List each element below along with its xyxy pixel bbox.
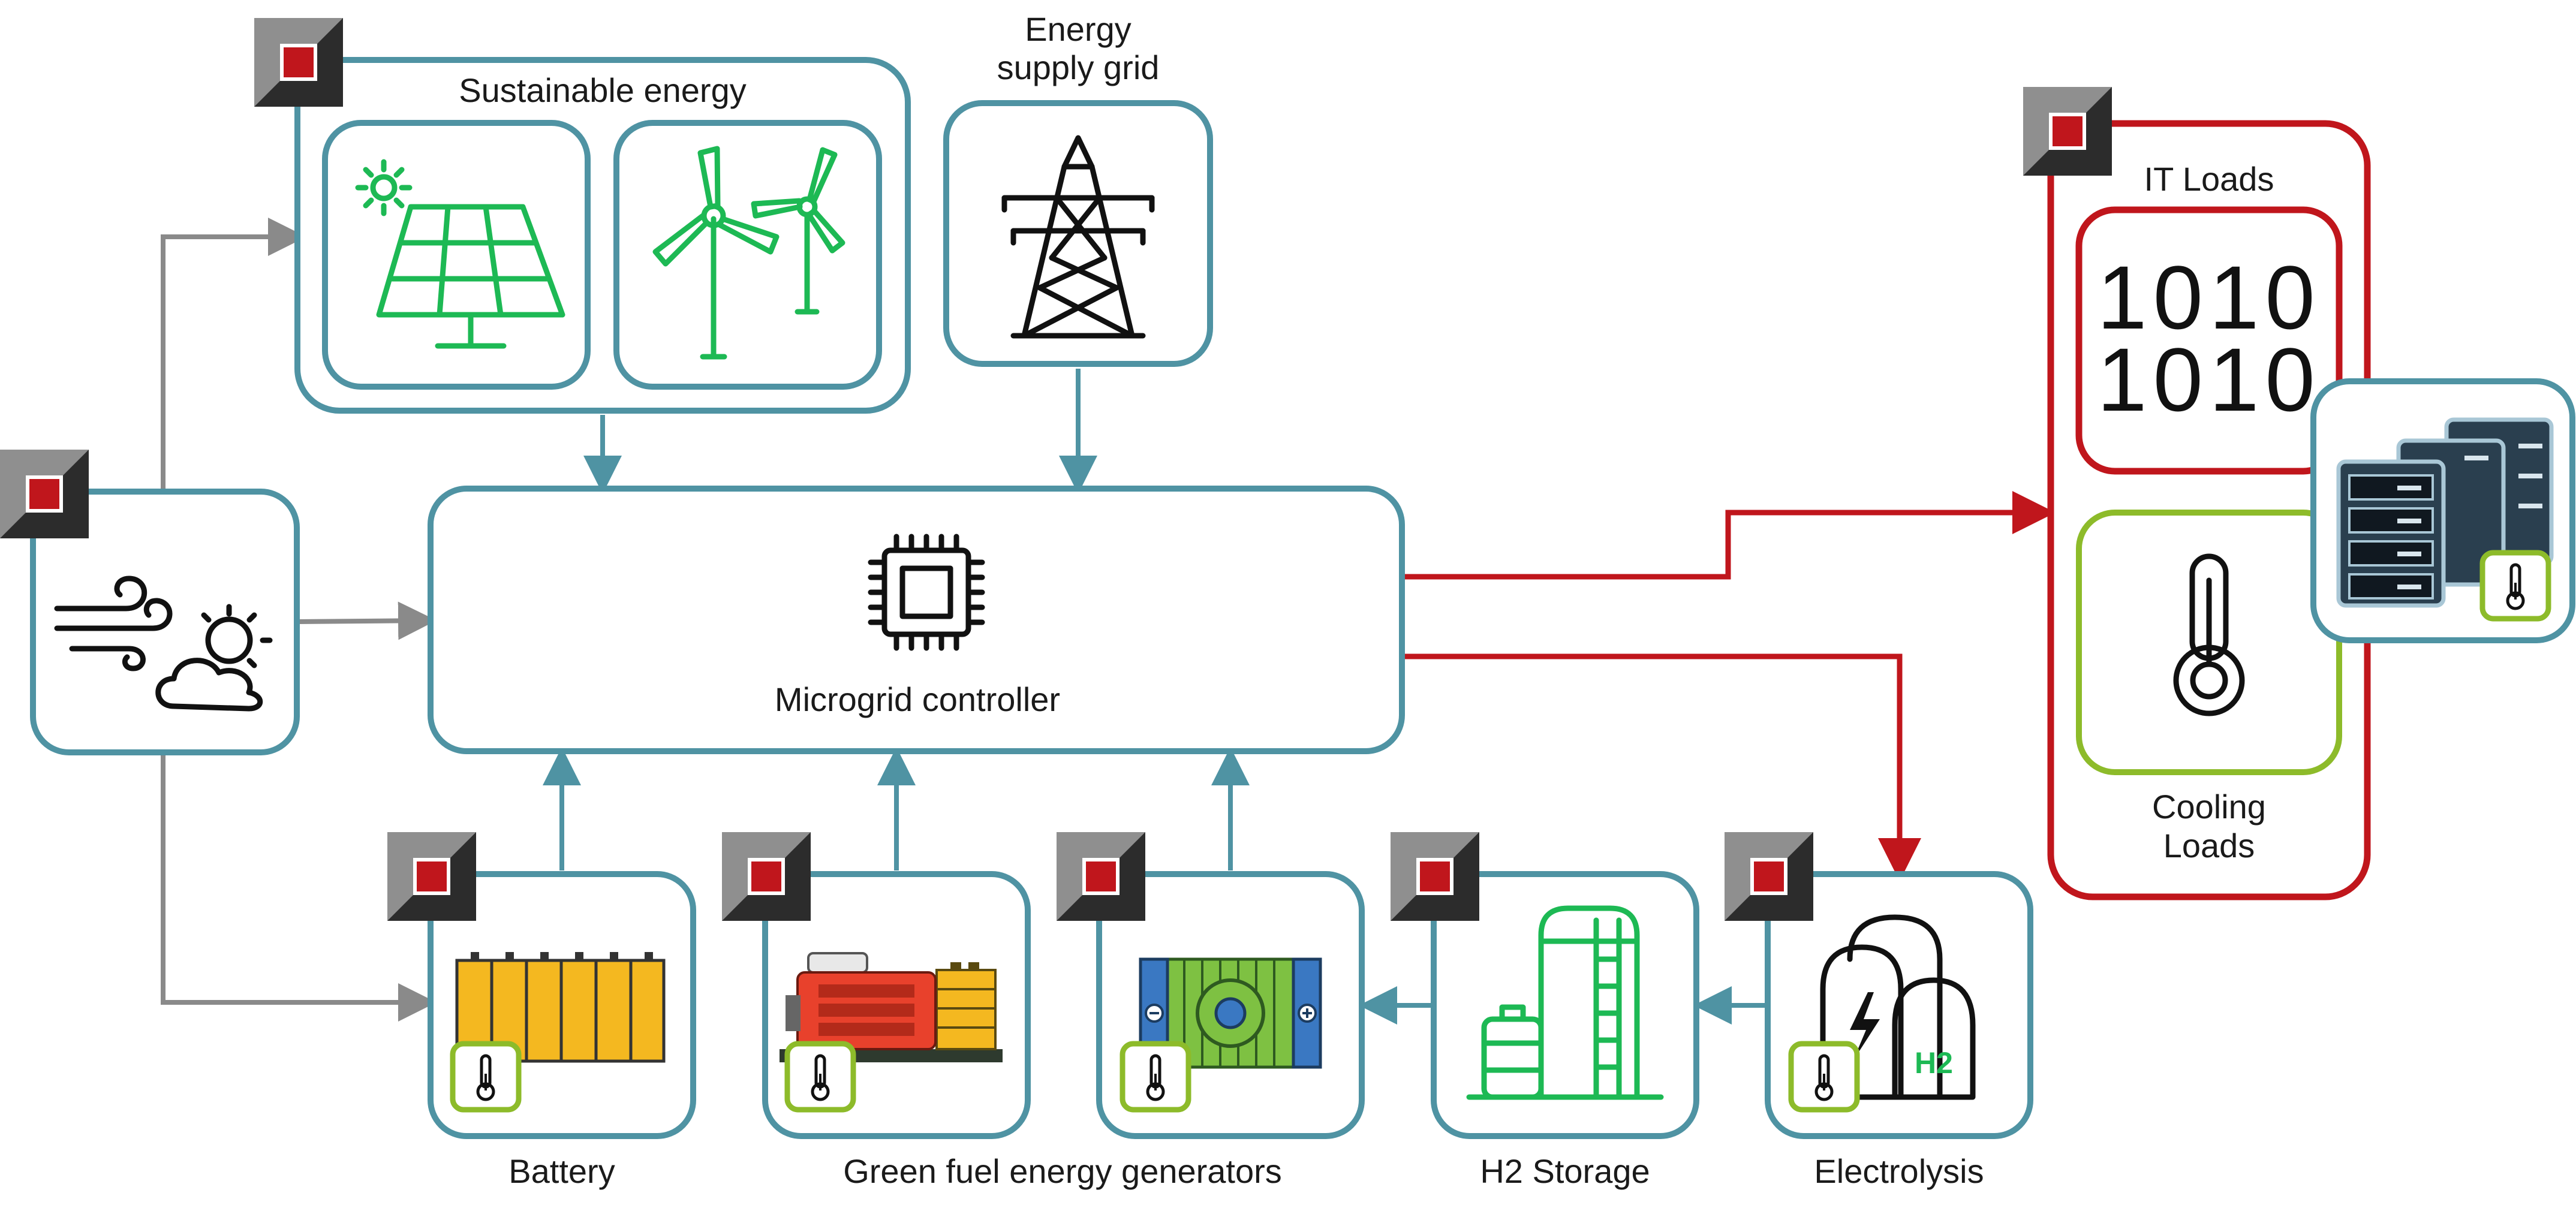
wind-turbine-icon [652, 146, 845, 360]
solar-box [322, 120, 591, 390]
sustainable-energy-group: Sustainable energy [294, 57, 911, 414]
fuel-cell-group [1096, 871, 1365, 1139]
sensor-badge-icon [1057, 832, 1145, 921]
it-loads-group: IT Loads 1010 1010 Cooling Loads [2047, 120, 2371, 900]
power-pylon-icon [1001, 135, 1155, 339]
weather-group [30, 489, 300, 755]
h2-text: H2 [1915, 1046, 1953, 1080]
energy-grid-label-line1: Energy [1025, 10, 1131, 48]
solar-panel-icon [355, 159, 565, 349]
thermometer-icon [787, 1044, 853, 1110]
sustainable-energy-label: Sustainable energy [459, 71, 746, 109]
arrow-controller-to-electrolysis [1403, 653, 1921, 881]
arrow-weather-to-controller [296, 601, 437, 640]
microgrid-controller-group: Microgrid controller [428, 486, 1405, 754]
generator-icon [780, 952, 1003, 1062]
svg-text:1010: 1010 [2097, 329, 2321, 430]
electrolysis-group: H2 Electrolysis [1765, 871, 2033, 1190]
microgrid-controller-box [428, 486, 1405, 754]
h2-storage-group: H2 Storage [1431, 871, 1699, 1190]
energy-grid-label-line2: supply grid [997, 49, 1160, 86]
microgrid-controller-label: Microgrid controller [775, 680, 1060, 718]
sensor-badge-icon [722, 832, 811, 921]
sensor-badge-icon [387, 832, 476, 921]
battery-label: Battery [508, 1152, 615, 1190]
h2-storage-label: H2 Storage [1480, 1152, 1650, 1190]
sensor-badge-icon [0, 450, 89, 538]
binary-icon: 1010 1010 [2097, 247, 2321, 430]
it-loads-box [2075, 206, 2343, 475]
electrolysis-label: Electrolysis [1814, 1152, 1984, 1190]
thermometer-icon [1791, 1044, 1857, 1110]
h2-tank-icon [1466, 905, 1664, 1100]
thermometer-icon [453, 1044, 519, 1110]
server-rack-icon [2336, 417, 2554, 608]
fuel-cell-icon [1139, 957, 1322, 1069]
generators-label: Green fuel energy generators [843, 1152, 1282, 1190]
chip-icon [868, 534, 985, 651]
thermometer-icon [2173, 553, 2245, 716]
it-loads-label: IT Loads [2144, 160, 2274, 198]
energy-grid-group: Energy supply grid [943, 10, 1213, 367]
sensor-badge-icon [1725, 832, 1813, 921]
svg-text:1010: 1010 [2097, 247, 2321, 348]
weather-icon [54, 576, 273, 712]
generator-group: Green fuel energy generators [762, 871, 1282, 1190]
thermometer-icon [1123, 1044, 1188, 1110]
thermometer-icon [2482, 553, 2548, 619]
arrow-weather-to-sustainable [161, 218, 306, 489]
server-rack-group [2310, 378, 2575, 643]
arrow-controller-to-it-loads [1403, 491, 2056, 580]
sensor-badge-icon [254, 18, 343, 107]
cooling-loads-label-line2: Loads [2163, 827, 2255, 864]
cooling-loads-label-line1: Cooling [2152, 788, 2266, 826]
battery-group: Battery [428, 871, 696, 1190]
sensor-badge-icon [2023, 87, 2112, 176]
electrolyzer-icon: H2 [1820, 914, 1976, 1100]
arrow-weather-to-battery [161, 755, 437, 1022]
connectors [161, 218, 2056, 1025]
sensor-badge-icon [1391, 832, 1479, 921]
